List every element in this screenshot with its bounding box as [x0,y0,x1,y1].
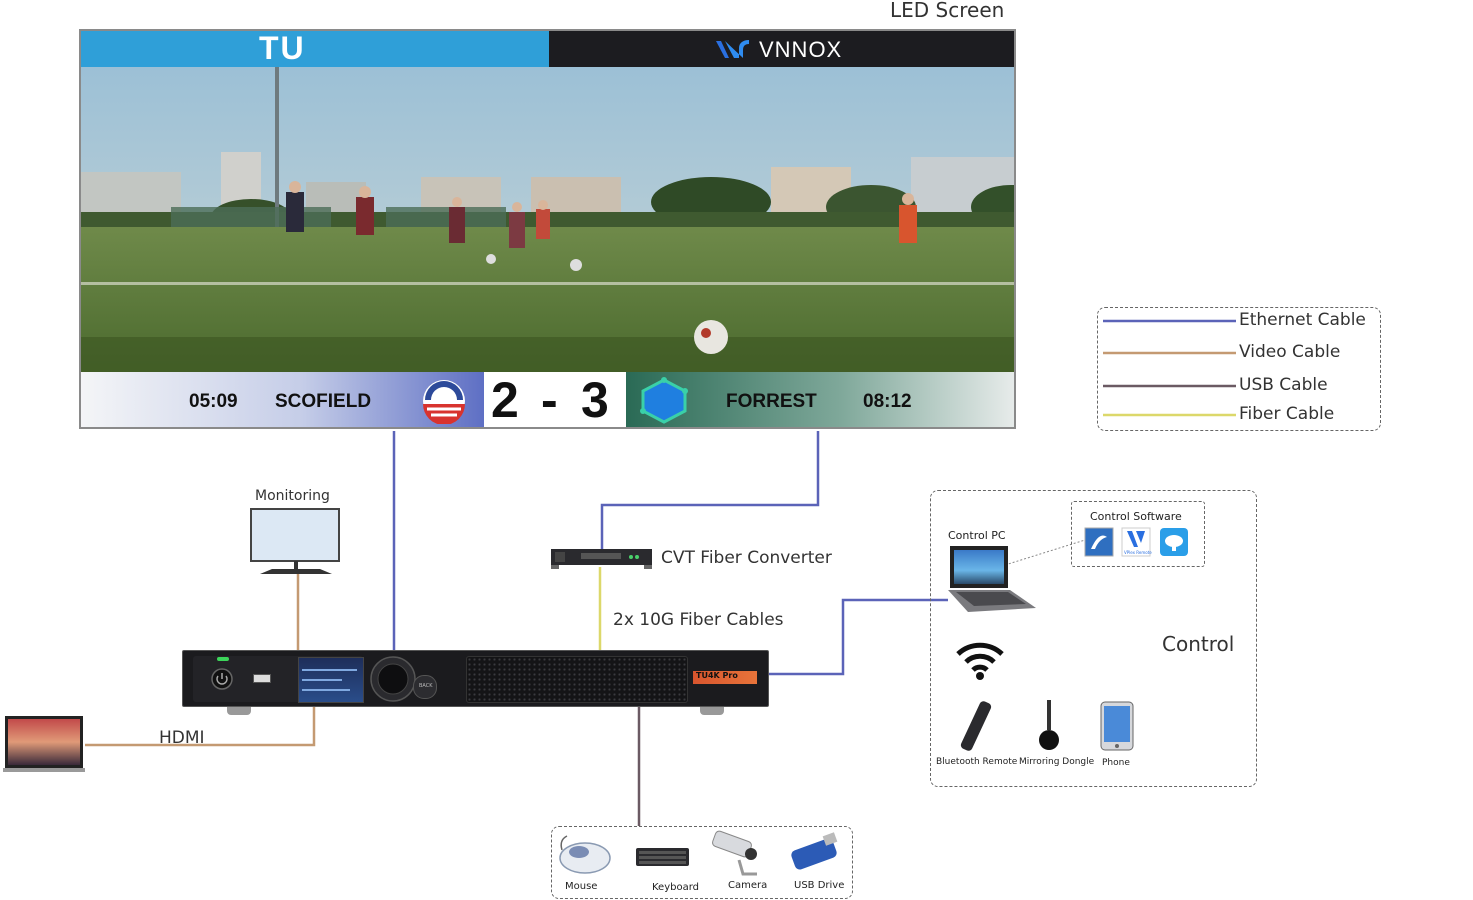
control-pc-laptop-icon [948,546,1036,612]
keyboard-label: Keyboard [652,882,700,893]
hdmi-label: HDMI [159,728,205,748]
team-left: SCOFIELD [275,391,372,412]
front-lcd-readout [302,689,350,691]
scoreboard: 05:09 SCOFIELD 2 - 3 FORREST 08:12 [81,372,1014,428]
legend-label-video: Video Cable [1239,342,1341,362]
phone-label: Phone [1102,758,1130,768]
device-badge [693,671,757,684]
legend-label-fiber: Fiber Cable [1239,404,1335,424]
cloud-app-icon[interactable] [1159,527,1189,557]
score-right: 3 [581,372,609,428]
scoreboard-left-panel [81,372,484,427]
led-screen-title: LED Screen [890,0,1005,22]
mouse-label: Mouse [565,881,598,892]
team-right: FORREST [726,391,817,412]
power-led [217,657,229,661]
mirroring-dongle-icon [1039,700,1059,750]
control-box [930,490,1257,787]
control-pc-label: Control PC [948,529,1006,542]
mouse-icon [559,835,611,874]
front-lcd-readout [302,669,357,671]
monitoring-label: Monitoring [255,488,330,504]
team-left-logo-icon [423,380,465,424]
score-dash: - [541,372,558,428]
usb-port [253,674,271,683]
scoreboard-right-panel [626,372,1014,427]
wifi-icon [956,642,1004,680]
camera-label: Camera [728,880,768,891]
led-screen: TU VNNOX [79,29,1016,429]
vnnox-logo-icon [716,40,749,58]
usb-drive-label: USB Drive [794,880,845,891]
back-button-label: BACK [419,683,433,689]
led-video-content [81,67,1014,372]
time-right: 08:12 [863,391,912,412]
hdmi-laptop-icon [3,716,85,772]
fiber-cables-label: 2x 10G Fiber Cables [613,610,784,630]
vplex-remote-app-icon[interactable] [1121,527,1151,557]
led-header-left: TU [81,31,549,67]
cvt-label: CVT Fiber Converter [661,548,832,568]
led-header-right: VNNOX [549,31,1014,67]
control-software-box [1071,501,1205,567]
software-app-icon[interactable] [1084,527,1114,557]
scoreboard-center-panel [484,372,626,427]
peripherals-box [551,826,853,899]
ethernet-line-control [768,598,948,676]
bluetooth-remote-label: Bluetooth Remote [936,757,1018,767]
device-badge-label: TU4K Pro [696,671,738,680]
legend-label-ethernet: Ethernet Cable [1239,310,1366,330]
monitor-icon [250,508,340,574]
device-foot-left [227,707,251,715]
back-button[interactable] [413,675,437,699]
score-left: 2 [491,372,519,428]
legend-swatches [1103,319,1236,417]
video-line-hdmi [85,706,316,747]
usb-drive-icon [791,832,838,870]
vplex-remote-app-label: VPlex Remote [1124,550,1152,555]
camera-icon [712,830,757,876]
front-lcd-readout [302,679,342,681]
bluetooth-remote-icon [960,701,992,751]
mirroring-dongle-label: Mirroring Dongle [1019,757,1095,767]
soccer-scene-image [81,67,1014,372]
cvt-converter-icon [551,549,652,569]
tu-logo: TU [259,30,306,66]
rotary-knob-icon[interactable] [369,654,417,704]
device-foot-right [700,707,724,715]
team-right-logo-icon [640,377,688,424]
keyboard-icon [636,848,689,866]
tu4k-pro-device: BACK TU4K Pro [182,650,769,707]
legend: Ethernet Cable Video Cable USB Cable Fib… [1097,307,1381,431]
control-title: Control [1162,632,1235,656]
phone-icon [1100,701,1134,751]
legend-label-usb: USB Cable [1239,375,1328,395]
power-button-icon[interactable] [210,667,234,691]
vent-grille [466,656,688,703]
ethernet-line-led-cvt [600,431,820,550]
control-software-label: Control Software [1090,510,1182,523]
time-left: 05:09 [189,391,238,412]
vnnox-brand: VNNOX [759,37,843,62]
